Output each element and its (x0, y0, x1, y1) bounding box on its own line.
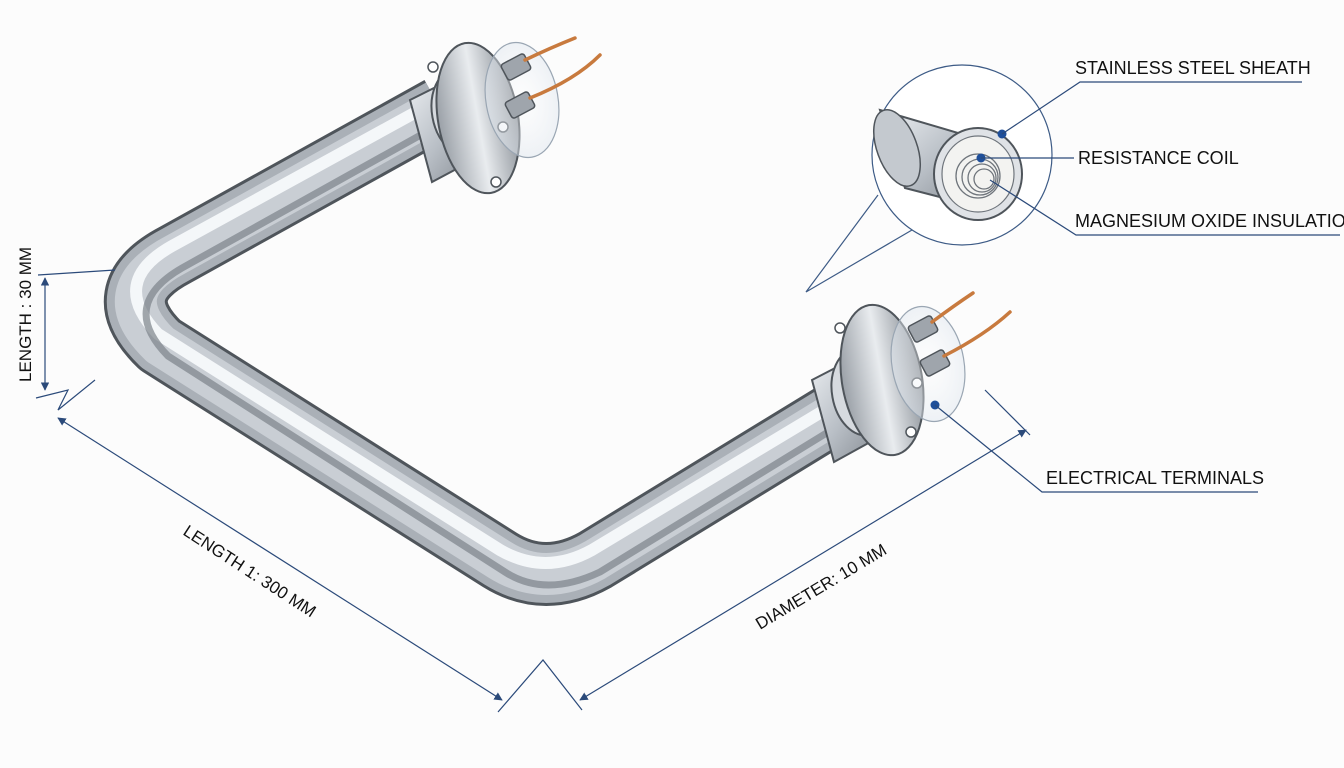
terminal-stud (907, 315, 951, 377)
callout-coil: RESISTANCE COIL (1078, 148, 1239, 168)
callout-insulation: MAGNESIUM OXIDE INSULATION (1075, 211, 1344, 231)
bolt-hole (490, 176, 502, 188)
copper-wire (528, 53, 602, 100)
bottom-terminal-assembly (810, 291, 1012, 464)
bolt-hole (905, 426, 917, 438)
dimension-lines (35, 269, 1031, 713)
callout-sheath: STAINLESS STEEL SHEATH (1075, 58, 1311, 78)
heating-tube (103, 80, 877, 606)
cross-section-detail (805, 64, 1053, 293)
copper-wire (523, 36, 577, 62)
coil-section (955, 153, 1001, 199)
dimension-length-vertical: LENGTH : 30 MM (16, 247, 35, 382)
bolt-hole (834, 322, 846, 334)
callout-terminals: ELECTRICAL TERMINALS (1046, 468, 1264, 488)
bolt-hole (427, 61, 439, 73)
insulation-section (941, 135, 1015, 213)
copper-wire (930, 291, 975, 324)
terminal-stud (500, 53, 536, 119)
top-terminal-assembly (408, 36, 602, 195)
copper-wire (942, 310, 1012, 358)
